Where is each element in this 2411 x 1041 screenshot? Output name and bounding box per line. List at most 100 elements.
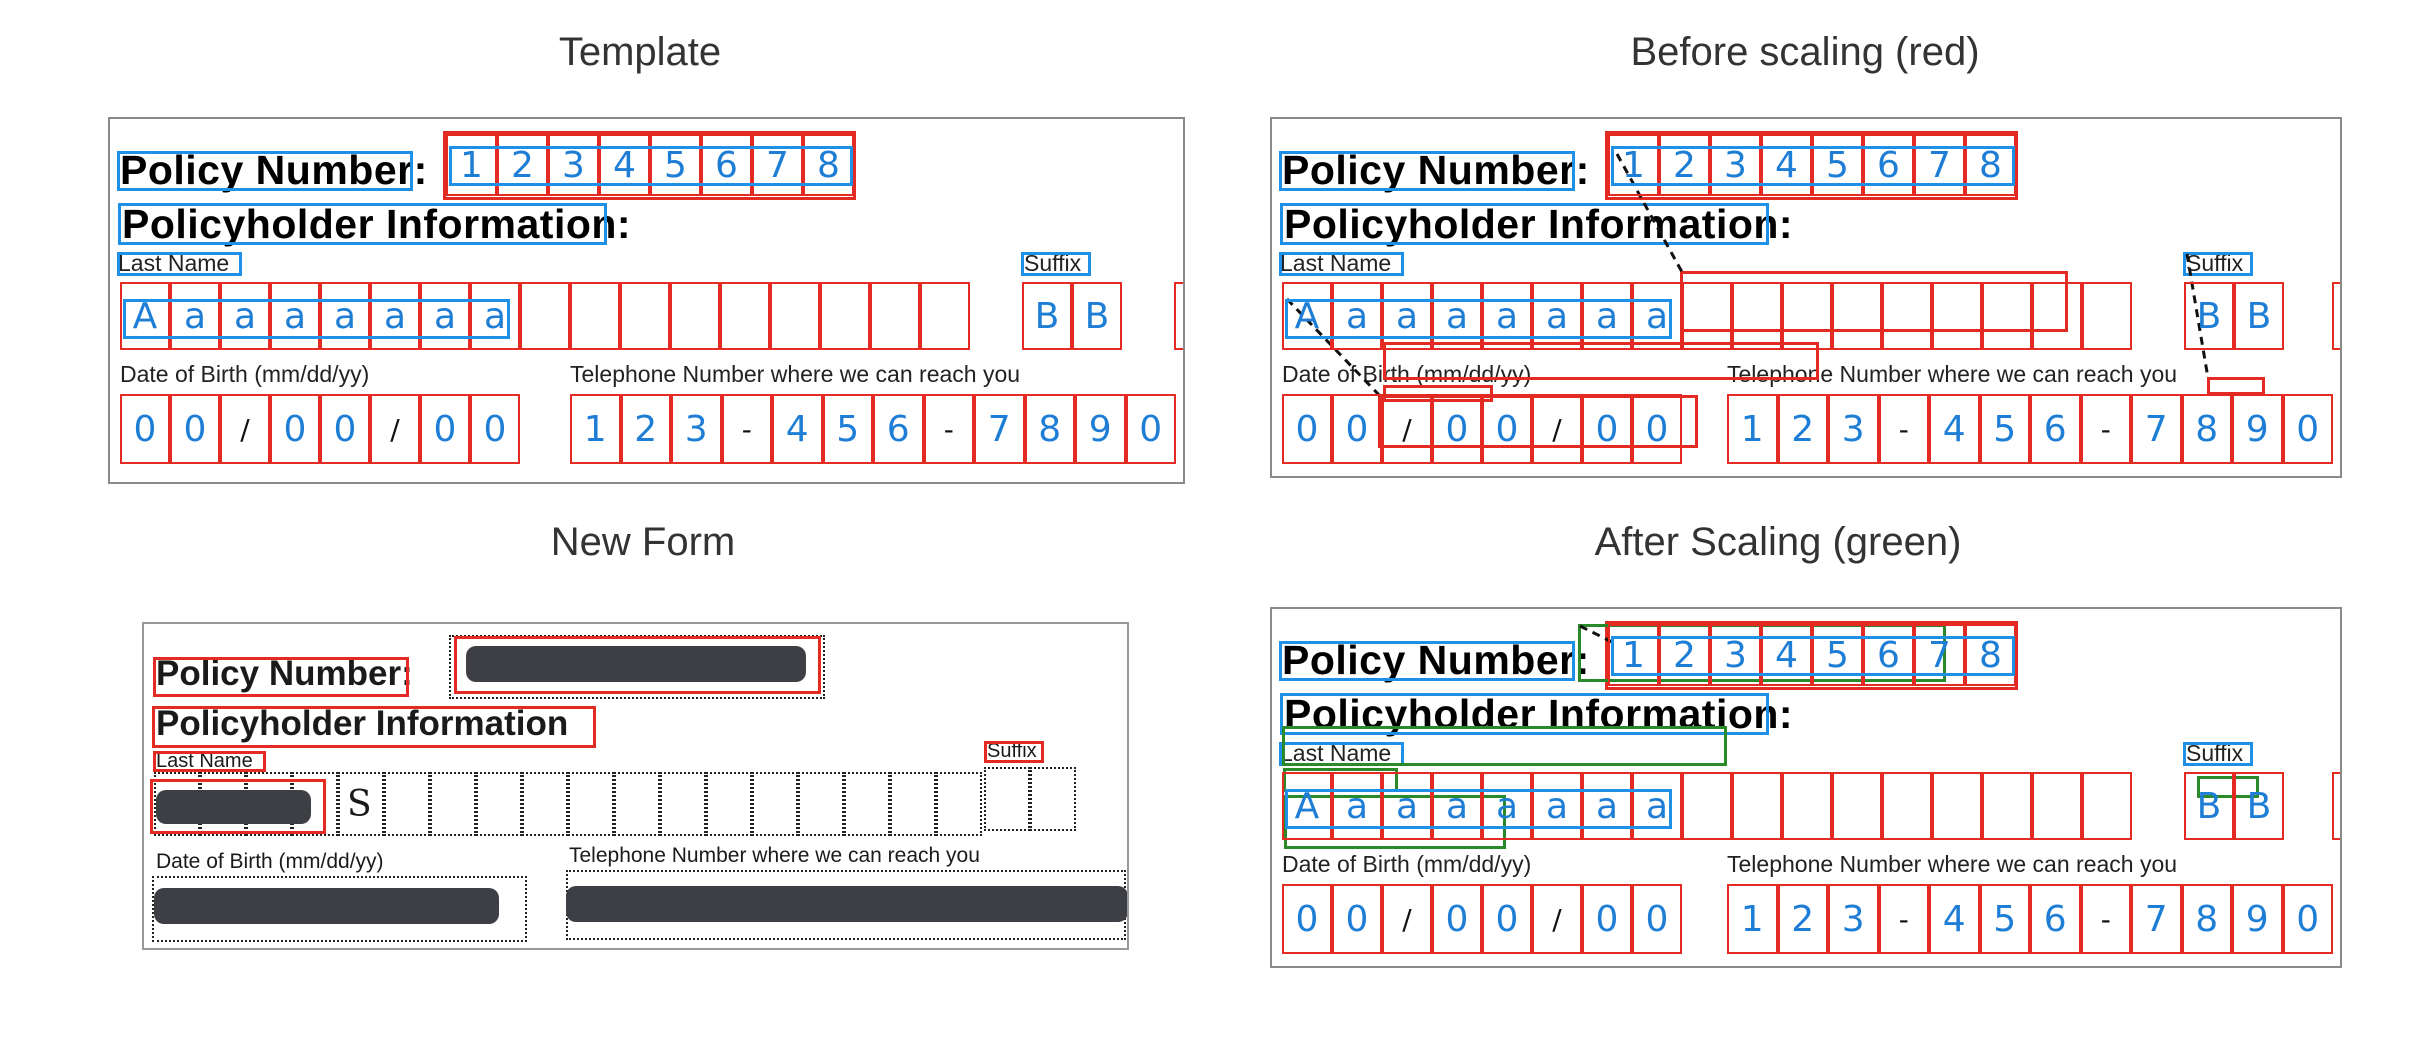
- char-cell: [1982, 282, 2032, 350]
- char-cell: [870, 282, 920, 350]
- char-cell: 6: [873, 394, 924, 464]
- char-cell: 0: [120, 394, 170, 464]
- char-cell: 0: [1482, 394, 1532, 464]
- char-cell: 0: [2282, 884, 2333, 954]
- section-heading-match-box: [152, 706, 596, 748]
- char-cell: B: [2234, 282, 2284, 350]
- char-cell: 3: [548, 134, 599, 196]
- char-cell: B: [2234, 772, 2284, 840]
- char-cell: B: [2184, 772, 2234, 840]
- char-cell: -: [1878, 394, 1929, 464]
- char-cell: 0: [1432, 884, 1482, 954]
- policy-field-box: [443, 131, 856, 200]
- char-cell: 7: [1914, 624, 1965, 686]
- char-cell: 0: [1482, 884, 1532, 954]
- char-cell: 0: [320, 394, 370, 464]
- section-heading-box: [118, 203, 607, 245]
- char-cell: [1932, 772, 1982, 840]
- new-form-title: New Form: [550, 520, 736, 564]
- char-cell: 0: [1582, 394, 1632, 464]
- dob-dotted-field: [152, 876, 527, 942]
- char-cell: a: [1632, 772, 1682, 840]
- char-cell: 4: [1929, 394, 1980, 464]
- truncated-field-box: [2332, 772, 2340, 840]
- unscaled-heading-box: [1383, 342, 1819, 380]
- char-cell: -: [2080, 394, 2131, 464]
- truncated-field-box: [1174, 282, 1183, 350]
- after-scaling-panel: Policy Number: Policyholder Information:…: [1270, 607, 2342, 968]
- char-cell: 6: [2030, 884, 2081, 954]
- phone-label: Telephone Number where we can reach you: [569, 844, 980, 867]
- char-cell: 8: [2181, 884, 2232, 954]
- template-value-box: [1611, 636, 2015, 676]
- char-cell: 2: [1659, 624, 1710, 686]
- char-cell: 0: [1632, 394, 1682, 464]
- char-cell: [2082, 772, 2132, 840]
- suffix-label-match-box: [984, 741, 1044, 763]
- char-cell: A: [120, 282, 170, 350]
- char-cell: 6: [1863, 624, 1914, 686]
- char-cell: -: [721, 394, 772, 464]
- char-cell: 5: [1812, 134, 1863, 196]
- dob-label: Date of Birth (mm/dd/yy): [120, 361, 370, 387]
- char-cell: 8: [2181, 394, 2232, 464]
- char-cell: 0: [470, 394, 520, 464]
- char-cell: [2082, 282, 2132, 350]
- policy-number-label: Policy Number:: [156, 654, 413, 693]
- char-cell: a: [470, 282, 520, 350]
- char-cell: 5: [1979, 394, 2030, 464]
- char-cell: a: [220, 282, 270, 350]
- policy-field-box: [1605, 621, 2018, 690]
- char-cell: [1832, 282, 1882, 350]
- phone-label: Telephone Number where we can reach you: [1727, 851, 2178, 877]
- char-cell: a: [1432, 282, 1482, 350]
- unscaled-label-box: [1383, 385, 1493, 402]
- char-cell: 4: [772, 394, 823, 464]
- char-cell: 0: [1282, 394, 1332, 464]
- dotted-char-cell: [798, 772, 844, 836]
- char-cell: 1: [446, 134, 497, 196]
- char-cell: 0: [420, 394, 470, 464]
- char-cell: 2: [497, 134, 548, 196]
- char-cell: a: [320, 282, 370, 350]
- char-cell: 3: [1710, 624, 1761, 686]
- char-cell: 5: [650, 134, 701, 196]
- char-cell: /: [1532, 884, 1582, 954]
- section-heading-box: [1280, 203, 1769, 245]
- policy-label-box: [1279, 151, 1575, 191]
- char-cell: 7: [2131, 394, 2182, 464]
- char-cell: a: [1532, 282, 1582, 350]
- redaction-phone: [566, 886, 1127, 922]
- template-panel: Policy Number: Policyholder Information:…: [108, 117, 1185, 484]
- char-cell: 7: [2131, 884, 2182, 954]
- char-cell: 7: [1914, 134, 1965, 196]
- dotted-char-cell: [936, 772, 982, 836]
- char-cell: 9: [2232, 884, 2283, 954]
- char-cell: 0: [170, 394, 220, 464]
- char-cell: [1882, 282, 1932, 350]
- char-cell: a: [1382, 772, 1432, 840]
- char-cell: 5: [1979, 884, 2030, 954]
- char-cell: [720, 282, 770, 350]
- char-cell: 0: [1582, 884, 1632, 954]
- char-cell: -: [2080, 884, 2131, 954]
- char-cell: a: [370, 282, 420, 350]
- char-cell: [2032, 282, 2082, 350]
- char-cell: 0: [1282, 884, 1332, 954]
- char-cell: /: [1532, 394, 1582, 464]
- char-cell: [670, 282, 720, 350]
- char-cell: 1: [1727, 394, 1778, 464]
- dotted-char-cell: [984, 767, 1030, 831]
- char-cell: 1: [1608, 624, 1659, 686]
- char-cell: 1: [1608, 134, 1659, 196]
- char-cell: a: [1582, 772, 1632, 840]
- policy-label-box: [117, 151, 413, 191]
- char-cell: [1982, 772, 2032, 840]
- policy-label-box: [1279, 641, 1575, 681]
- char-cell: -: [923, 394, 974, 464]
- char-cell: a: [420, 282, 470, 350]
- policy-field-box: [1605, 131, 2018, 200]
- suffix-label: Suffix: [987, 740, 1037, 762]
- before-scaling-title: Before scaling (red): [1630, 30, 1980, 74]
- char-cell: 5: [822, 394, 873, 464]
